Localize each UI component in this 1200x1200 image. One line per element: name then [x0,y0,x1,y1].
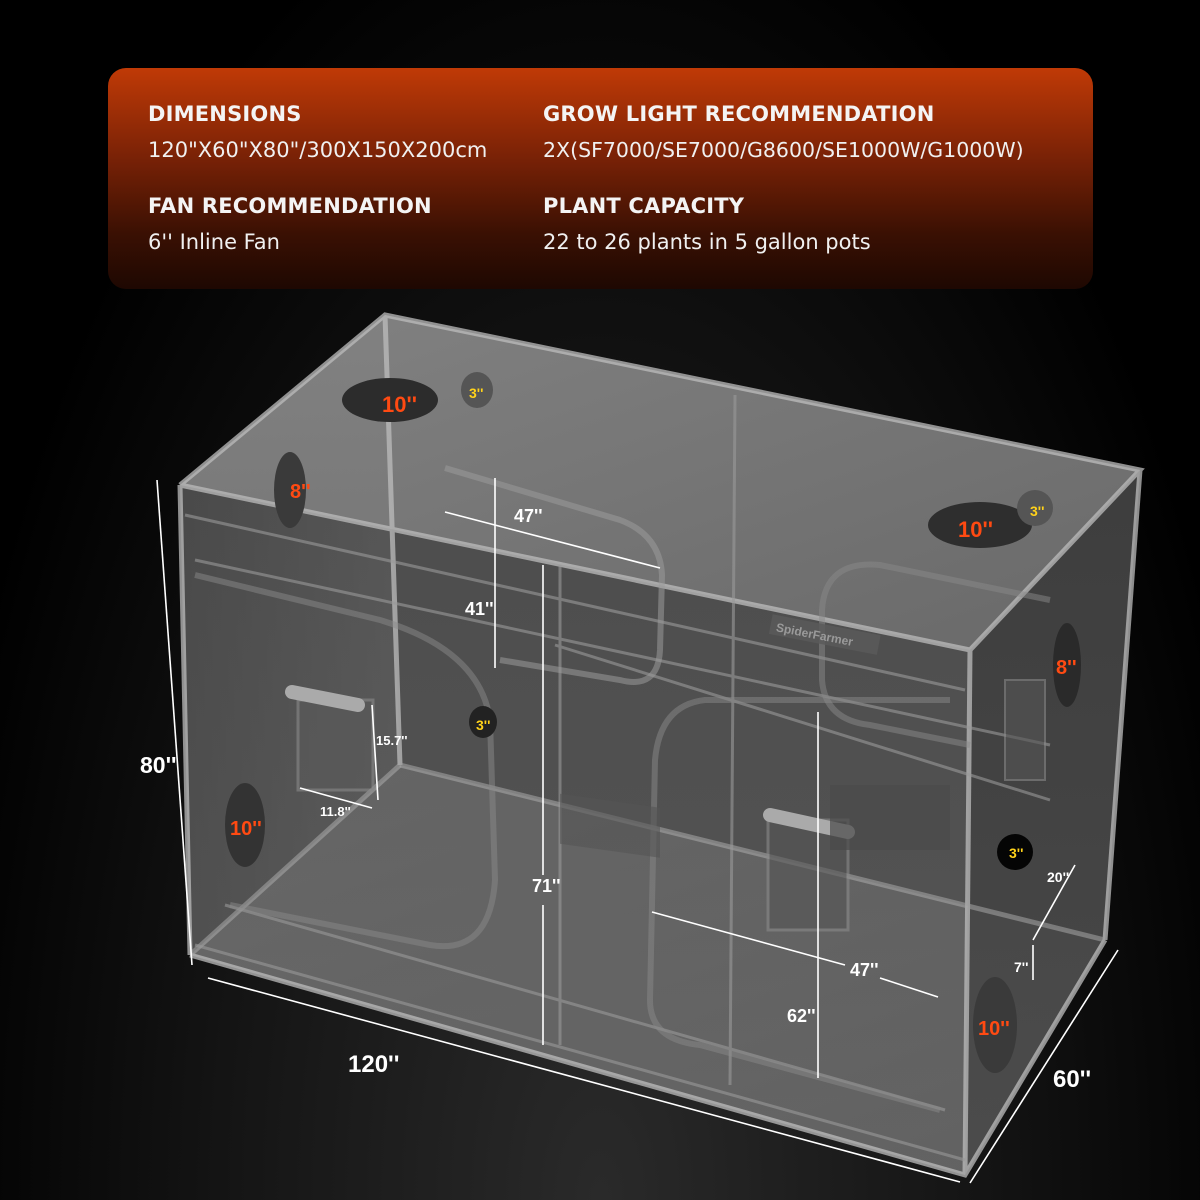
spec-dimensions: DIMENSIONS 120"X60"X80"/300X150X200cm [148,102,487,162]
svg-text:3'': 3'' [1030,503,1044,519]
svg-text:3'': 3'' [1009,845,1023,861]
vent-left-upper-8: 8'' [274,452,311,528]
dim-top-door-height: 41'' [465,599,494,619]
svg-text:8'': 8'' [1056,657,1077,679]
spec-dimensions-title: DIMENSIONS [148,102,302,126]
vent-right-upper-8: 8'' [1053,623,1081,707]
dim-pocket-width: 20'' [1047,869,1069,885]
svg-text:3'': 3'' [476,717,490,733]
spec-fan: FAN RECOMMENDATION 6'' Inline Fan [148,194,432,254]
dim-window-height: 15.7'' [376,733,407,748]
dim-window-width: 11.8'' [320,804,351,819]
spec-grow-light-value: 2X(SF7000/SE7000/G8600/SE1000W/G1000W) [543,138,1024,162]
vent-right-lower-3: 3'' [997,834,1033,870]
spec-plant-capacity-value: 22 to 26 plants in 5 gallon pots [543,230,871,254]
spec-dimensions-value: 120"X60"X80"/300X150X200cm [148,138,488,162]
svg-text:10'': 10'' [230,818,262,840]
dim-front-door-height: 62'' [787,1006,816,1026]
vent-back-center-3: 3'' [469,706,497,738]
spec-plant-capacity: PLANT CAPACITY 22 to 26 plants in 5 gall… [543,194,871,254]
svg-text:10'': 10'' [382,392,417,417]
svg-text:8'': 8'' [290,481,311,503]
dim-top-door-width: 47'' [514,506,543,526]
dim-length-label: 120'' [348,1051,399,1078]
spec-panel: DIMENSIONS 120"X60"X80"/300X150X200cm GR… [108,68,1093,289]
svg-text:3'': 3'' [469,385,483,401]
svg-text:10'': 10'' [978,1018,1010,1040]
svg-text:10'': 10'' [958,517,993,542]
dimension-lines [156,478,1119,1184]
spec-plant-capacity-title: PLANT CAPACITY [543,194,745,218]
dim-main-door-height: 71'' [532,876,561,896]
vent-top-left-3: 3'' [461,372,493,408]
dim-front-door-width: 47'' [850,960,879,980]
spec-grow-light-title: GROW LIGHT RECOMMENDATION [543,102,935,126]
vent-left-lower-10: 10'' [225,783,265,867]
spec-fan-value: 6'' Inline Fan [148,230,280,254]
window-left [285,685,375,792]
top-door-outline [444,465,666,685]
dim-width-label: 60'' [1053,1066,1091,1093]
dim-height-label: 80'' [140,752,177,778]
vent-right-bottom-10: 10'' [973,977,1017,1073]
vent-top-left-10: 10'' [342,378,438,422]
vent-top-right-3: 3'' [1017,490,1053,526]
dim-pocket-height: 7'' [1014,959,1028,975]
spec-fan-title: FAN RECOMMENDATION [148,194,432,218]
vent-top-right-10: 10'' [928,502,1032,548]
spec-grow-light: GROW LIGHT RECOMMENDATION 2X(SF7000/SE70… [543,102,1024,162]
